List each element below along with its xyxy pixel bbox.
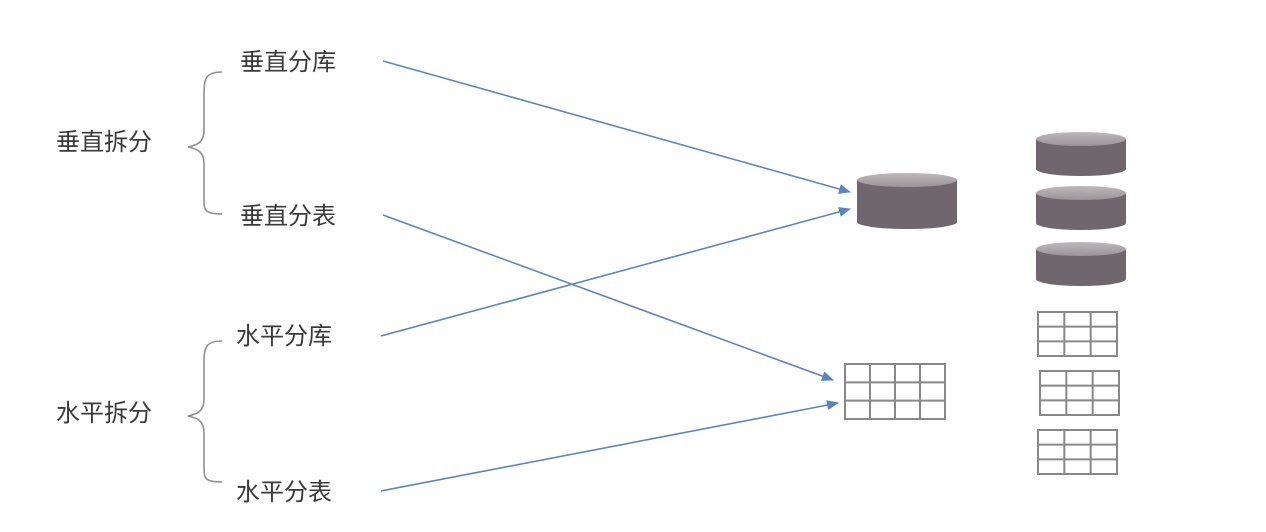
- database-icon: [857, 173, 957, 229]
- database-body: [1036, 193, 1126, 230]
- database-top: [1036, 132, 1126, 146]
- table-border: [1039, 370, 1120, 416]
- database-icon: [1036, 242, 1126, 286]
- arrow-vertical-db: [382, 60, 851, 194]
- item-horizontal-db: 水平分库: [236, 322, 332, 350]
- table-icon: [1037, 311, 1118, 357]
- database-top: [857, 173, 957, 187]
- database-top: [1036, 242, 1126, 256]
- item-vertical-db: 垂直分库: [240, 48, 336, 76]
- table-icon: [844, 363, 946, 420]
- database-body: [857, 180, 957, 229]
- database-body: [1036, 249, 1126, 286]
- arrow-horizontal-table: [380, 400, 839, 492]
- arrow-vertical-table: [382, 214, 834, 381]
- database-icon: [1036, 132, 1126, 176]
- table-icon: [1039, 370, 1120, 416]
- item-horizontal-table: 水平分表: [236, 478, 332, 506]
- bracket-horizontal: [187, 340, 223, 483]
- arrow-horizontal-db: [380, 207, 851, 337]
- item-vertical-table: 垂直分表: [240, 202, 336, 230]
- group-label-vertical: 垂直拆分: [56, 128, 152, 156]
- bracket-vertical: [187, 71, 223, 215]
- group-label-horizontal: 水平拆分: [56, 399, 152, 427]
- table-border: [1037, 429, 1118, 475]
- table-icon: [1037, 429, 1118, 475]
- database-top: [1036, 186, 1126, 200]
- database-body: [1036, 139, 1126, 176]
- table-border: [1037, 311, 1118, 357]
- database-icon: [1036, 186, 1126, 230]
